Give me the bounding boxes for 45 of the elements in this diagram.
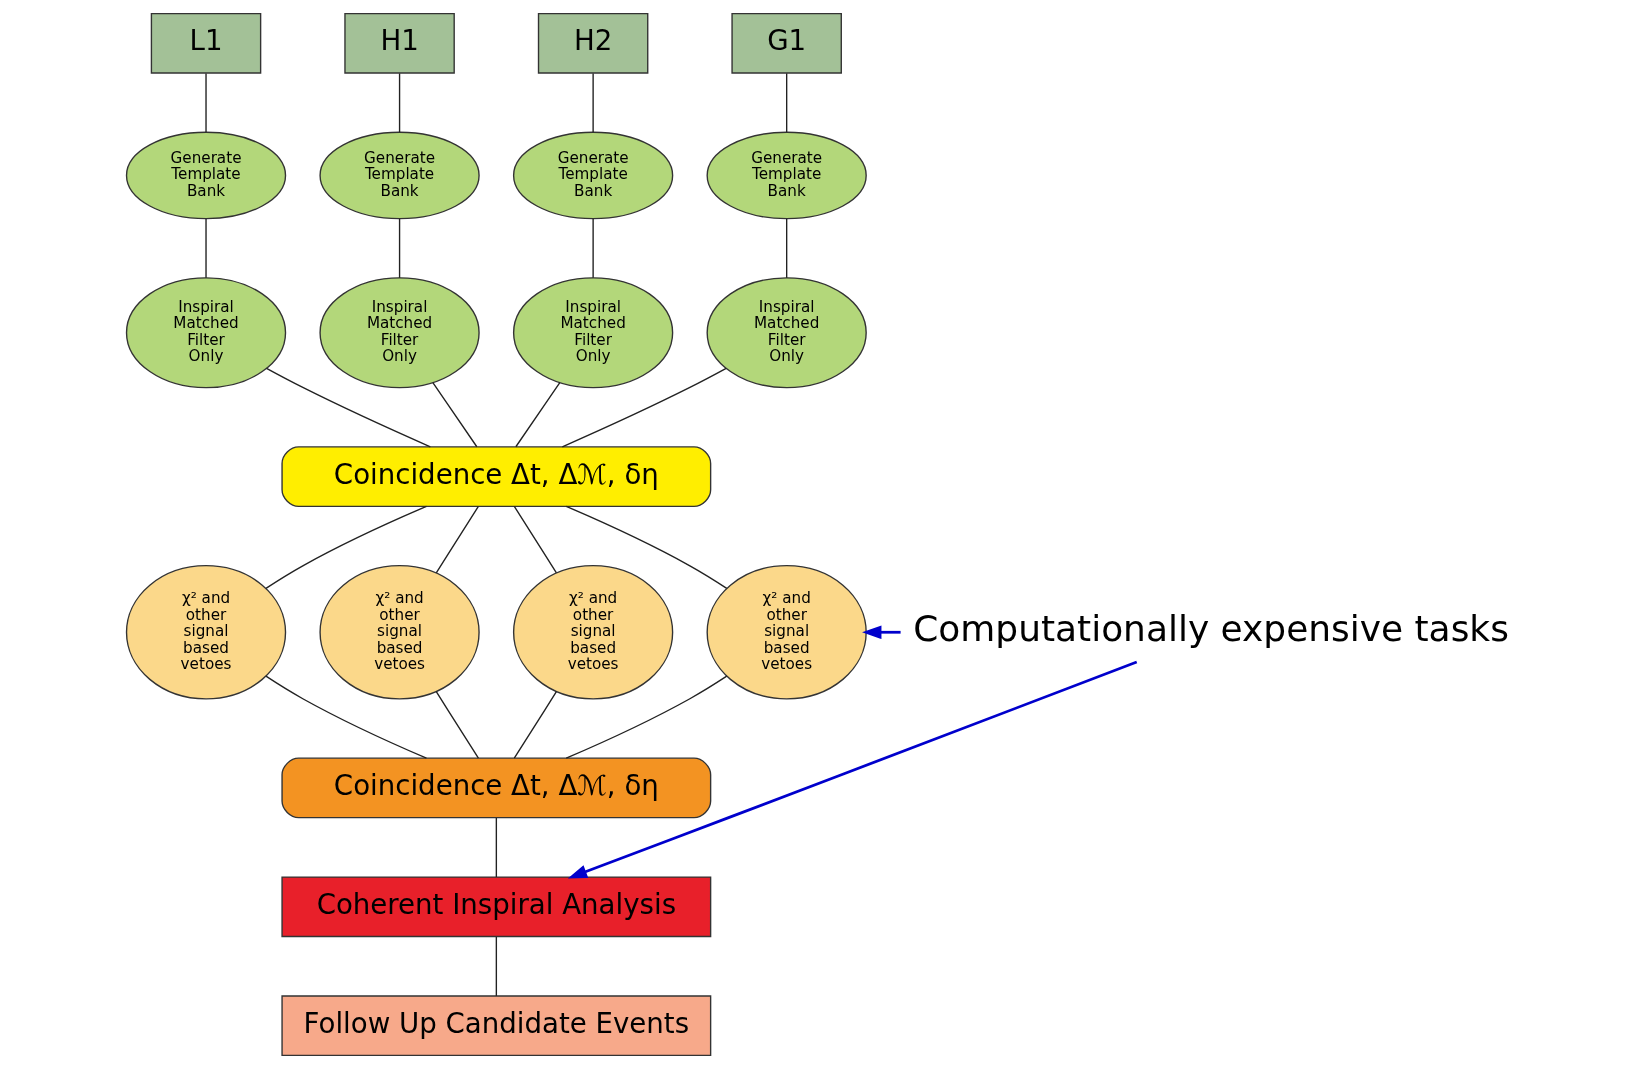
node-ellipse: χ² and other signal based vetoes (706, 564, 867, 700)
node-ellipse: Generate Template Bank (512, 131, 673, 220)
node-box: H1 (343, 12, 455, 74)
connector (565, 505, 727, 589)
connector (495, 817, 497, 878)
node-box: Coincidence Δt, Δℳ, δη (280, 446, 711, 507)
node-ellipse: Generate Template Bank (318, 131, 480, 220)
connector (265, 367, 431, 448)
node-ellipse: Inspiral Matched Filter Only (318, 277, 480, 389)
connector (398, 72, 400, 133)
node-box: G1 (730, 12, 842, 74)
connector (513, 505, 557, 574)
node-box: Coincidence Δt, Δℳ, δη (280, 757, 711, 819)
connector (435, 505, 479, 574)
connector (561, 367, 727, 448)
connector (431, 381, 477, 448)
connector (264, 675, 427, 759)
node-ellipse: Inspiral Matched Filter Only (512, 277, 673, 389)
node-box: L1 (150, 12, 261, 74)
connector (513, 690, 557, 759)
connector (434, 690, 479, 759)
connector (495, 936, 497, 997)
connector (785, 72, 787, 133)
node-ellipse: Generate Template Bank (706, 131, 867, 220)
node-box: H2 (537, 12, 648, 74)
connector (264, 505, 427, 589)
connector (398, 218, 400, 279)
connector (785, 218, 787, 279)
node-box: Coherent Inspiral Analysis (280, 876, 711, 938)
node-ellipse: Generate Template Bank (125, 131, 286, 220)
node-box: Follow Up Candidate Events (280, 995, 711, 1057)
node-ellipse: χ² and other signal based vetoes (512, 564, 673, 700)
node-ellipse: Inspiral Matched Filter Only (706, 277, 867, 389)
connector (565, 675, 727, 759)
connector (514, 381, 560, 448)
connector (591, 72, 594, 133)
arrow (861, 625, 901, 640)
connector (591, 218, 594, 279)
node-text: Computationally expensive tasks (912, 607, 1509, 649)
node-ellipse: χ² and other signal based vetoes (318, 564, 480, 700)
node-ellipse: χ² and other signal based vetoes (125, 564, 286, 700)
connector (204, 72, 207, 133)
node-ellipse: Inspiral Matched Filter Only (125, 277, 286, 389)
connector (204, 218, 207, 279)
arrow (567, 660, 1137, 879)
